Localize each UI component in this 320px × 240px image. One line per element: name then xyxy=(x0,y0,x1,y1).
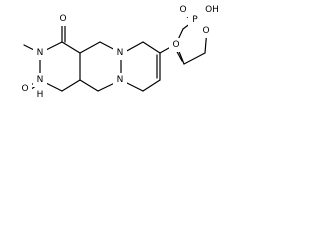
atom-ring-o-left: O xyxy=(172,40,179,50)
atom-nh-n: N xyxy=(37,75,44,85)
atom-carbonyl-o-bottom: O xyxy=(21,84,28,94)
atom-phosphorus: P xyxy=(192,15,198,25)
atom-p-hydroxyl: OH xyxy=(205,5,219,15)
atom-ring-n-upper: N xyxy=(117,48,124,58)
atom-ring-n-lower: N xyxy=(117,75,124,85)
atom-nh-h: H xyxy=(37,90,44,100)
atom-labels: N N N N H O O O O P O OH xyxy=(18,3,223,101)
atom-p-oxo: O xyxy=(179,5,186,15)
atom-imide-n: N xyxy=(37,48,44,58)
atom-carbonyl-o-top: O xyxy=(59,14,66,24)
structure-diagram: N N N N H O O O O P O OH xyxy=(18,3,223,101)
atom-ring-o-right: O xyxy=(202,26,209,36)
